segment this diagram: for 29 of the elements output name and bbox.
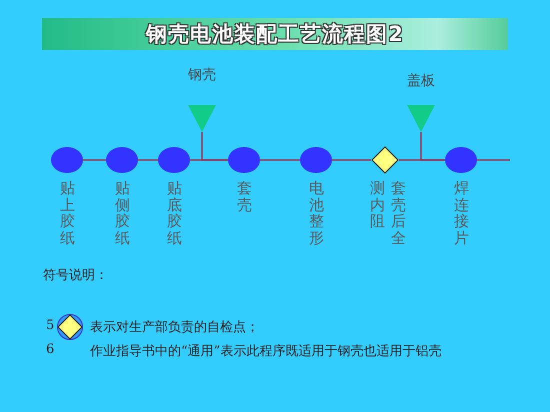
note-text: 作业指导书中的“通用”表示此程序既适用于钢壳也适用于铝壳 bbox=[90, 343, 442, 360]
process-circle bbox=[158, 147, 190, 173]
connector-line bbox=[260, 159, 300, 161]
connector-line bbox=[83, 159, 106, 161]
process-circle bbox=[51, 147, 83, 173]
connector-line bbox=[420, 132, 445, 161]
step-label: 套壳后全 bbox=[391, 180, 406, 246]
connector-line bbox=[477, 159, 510, 161]
connector-line bbox=[201, 132, 228, 161]
process-circle bbox=[300, 147, 332, 173]
connector-line bbox=[138, 159, 158, 161]
legend-text: 表示对生产部负责的自检点； bbox=[90, 319, 259, 336]
connector-line bbox=[332, 159, 371, 161]
material-label: 盖板 bbox=[406, 72, 436, 90]
step-label: 电池整形 bbox=[309, 180, 324, 246]
material-label: 钢壳 bbox=[187, 66, 217, 84]
process-circle bbox=[445, 147, 477, 173]
note-text: 符号说明： bbox=[43, 267, 108, 284]
step-label: 焊连接片 bbox=[454, 180, 469, 246]
step-label: 套壳 bbox=[237, 180, 252, 213]
process-circle bbox=[228, 147, 260, 173]
item-number: 5 bbox=[46, 318, 54, 333]
step-label: 测内阻 bbox=[370, 180, 385, 230]
step-label: 贴侧胶纸 bbox=[115, 180, 130, 246]
step-label: 贴底胶纸 bbox=[167, 180, 182, 246]
note-text: 6 bbox=[46, 342, 54, 357]
process-circle bbox=[106, 147, 138, 173]
title-banner: 钢壳电池装配工艺流程图2 bbox=[42, 18, 508, 50]
step-label: 贴上胶纸 bbox=[60, 180, 75, 246]
